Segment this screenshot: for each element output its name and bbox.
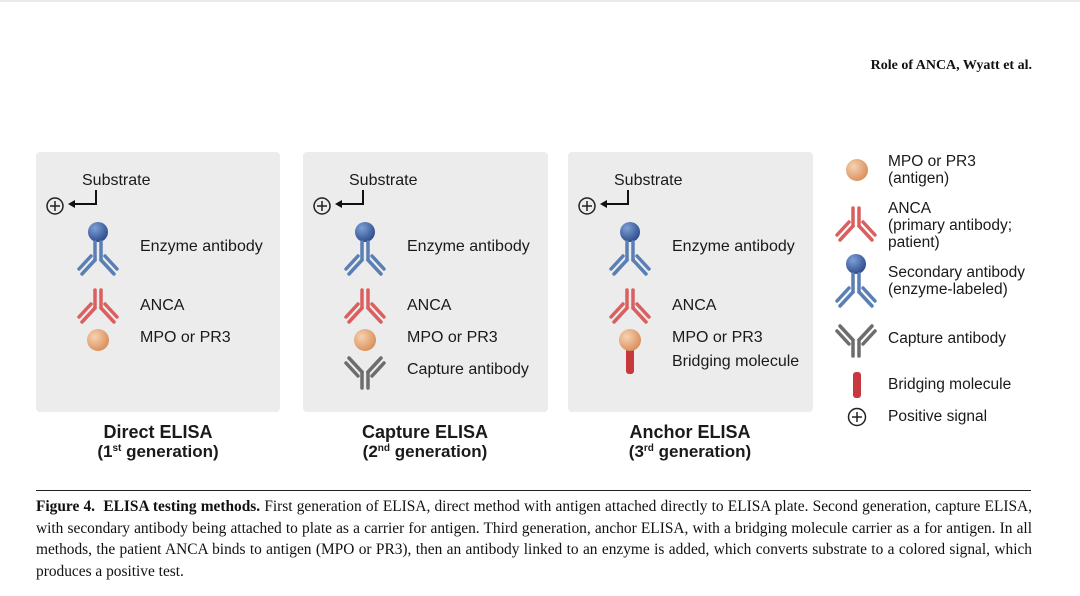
caption-text: First generation of ELISA, direct method…: [36, 498, 1033, 580]
enzyme-antibody-icon: [835, 254, 877, 308]
positive-signal-icon: [578, 197, 596, 215]
panel-generation: (3rd generation): [628, 442, 752, 461]
enzyme-antibody-icon: [77, 222, 119, 276]
enzyme-antibody-icon: [344, 222, 386, 276]
antigen-icon: [87, 329, 109, 351]
enzyme-antibody-label: Enzyme antibody: [672, 238, 795, 255]
antigen-icon: [354, 329, 376, 351]
antigen-label: MPO or PR3: [407, 329, 498, 346]
anca-label: ANCA: [407, 297, 452, 314]
anca-icon: [344, 288, 386, 324]
enzyme-antibody-label: Enzyme antibody: [407, 238, 530, 255]
caption-title: ELISA testing methods.: [103, 498, 261, 515]
bridging-molecule-label: Bridging molecule: [672, 353, 800, 370]
anca-icon: [609, 288, 651, 324]
panel-capture-elisa: Substrate Enzyme antibody ANCA MPO or PR…: [303, 152, 548, 412]
panel-direct-elisa: Substrate Enzyme antibody ANCA MPO or PR…: [36, 152, 280, 412]
panel-title: Capture ELISA: [361, 422, 489, 442]
legend-positive-signal: Positive signal: [888, 408, 988, 425]
legend-anca: ANCA(primary antibody;patient): [888, 200, 1013, 251]
positive-signal-icon: [46, 197, 64, 215]
top-rule: [0, 0, 1080, 2]
capture-antibody-icon: [344, 356, 386, 390]
substrate-arrow-icon: [68, 190, 97, 208]
substrate-label: Substrate: [349, 172, 418, 189]
panel-title: Direct ELISA: [103, 422, 213, 442]
anca-icon: [835, 206, 877, 242]
antigen-icon: [846, 159, 868, 181]
antigen-on-bridging-molecule-icon: [619, 329, 641, 374]
anca-icon: [77, 288, 119, 324]
panel-generation: (2nd generation): [362, 442, 488, 461]
legend-capture-antibody: Capture antibody: [888, 330, 1007, 347]
legend-secondary-antibody: Secondary antibody(enzyme-labeled): [888, 264, 1026, 298]
panel-anchor-elisa: Substrate Enzyme antibody ANCA MPO or PR…: [568, 152, 813, 412]
caption-label: Figure 4.: [36, 498, 96, 515]
running-head: Role of ANCA, Wyatt et al.: [870, 58, 1032, 73]
enzyme-antibody-icon: [609, 222, 651, 276]
capture-antibody-icon: [835, 324, 877, 358]
enzyme-antibody-label: Enzyme antibody: [140, 238, 263, 255]
panel-title: Anchor ELISA: [629, 422, 751, 442]
antigen-label: MPO or PR3: [672, 329, 763, 346]
anca-label: ANCA: [672, 297, 717, 314]
panel-generation: (1st generation): [97, 442, 219, 461]
bridging-molecule-icon: [853, 372, 861, 398]
substrate-label: Substrate: [614, 172, 683, 189]
positive-signal-icon: [313, 197, 331, 215]
figure-caption: Figure 4. ELISA testing methods. First g…: [36, 496, 1032, 582]
legend-bridging-molecule: Bridging molecule: [888, 376, 1012, 393]
antigen-label: MPO or PR3: [140, 329, 231, 346]
anca-label: ANCA: [140, 297, 185, 314]
substrate-arrow-icon: [600, 190, 629, 208]
legend-antigen: MPO or PR3(antigen): [888, 153, 976, 187]
substrate-arrow-icon: [335, 190, 364, 208]
caption-rule: [36, 490, 1031, 491]
substrate-label: Substrate: [82, 172, 151, 189]
capture-antibody-label: Capture antibody: [407, 361, 529, 378]
positive-signal-icon: [847, 407, 867, 427]
